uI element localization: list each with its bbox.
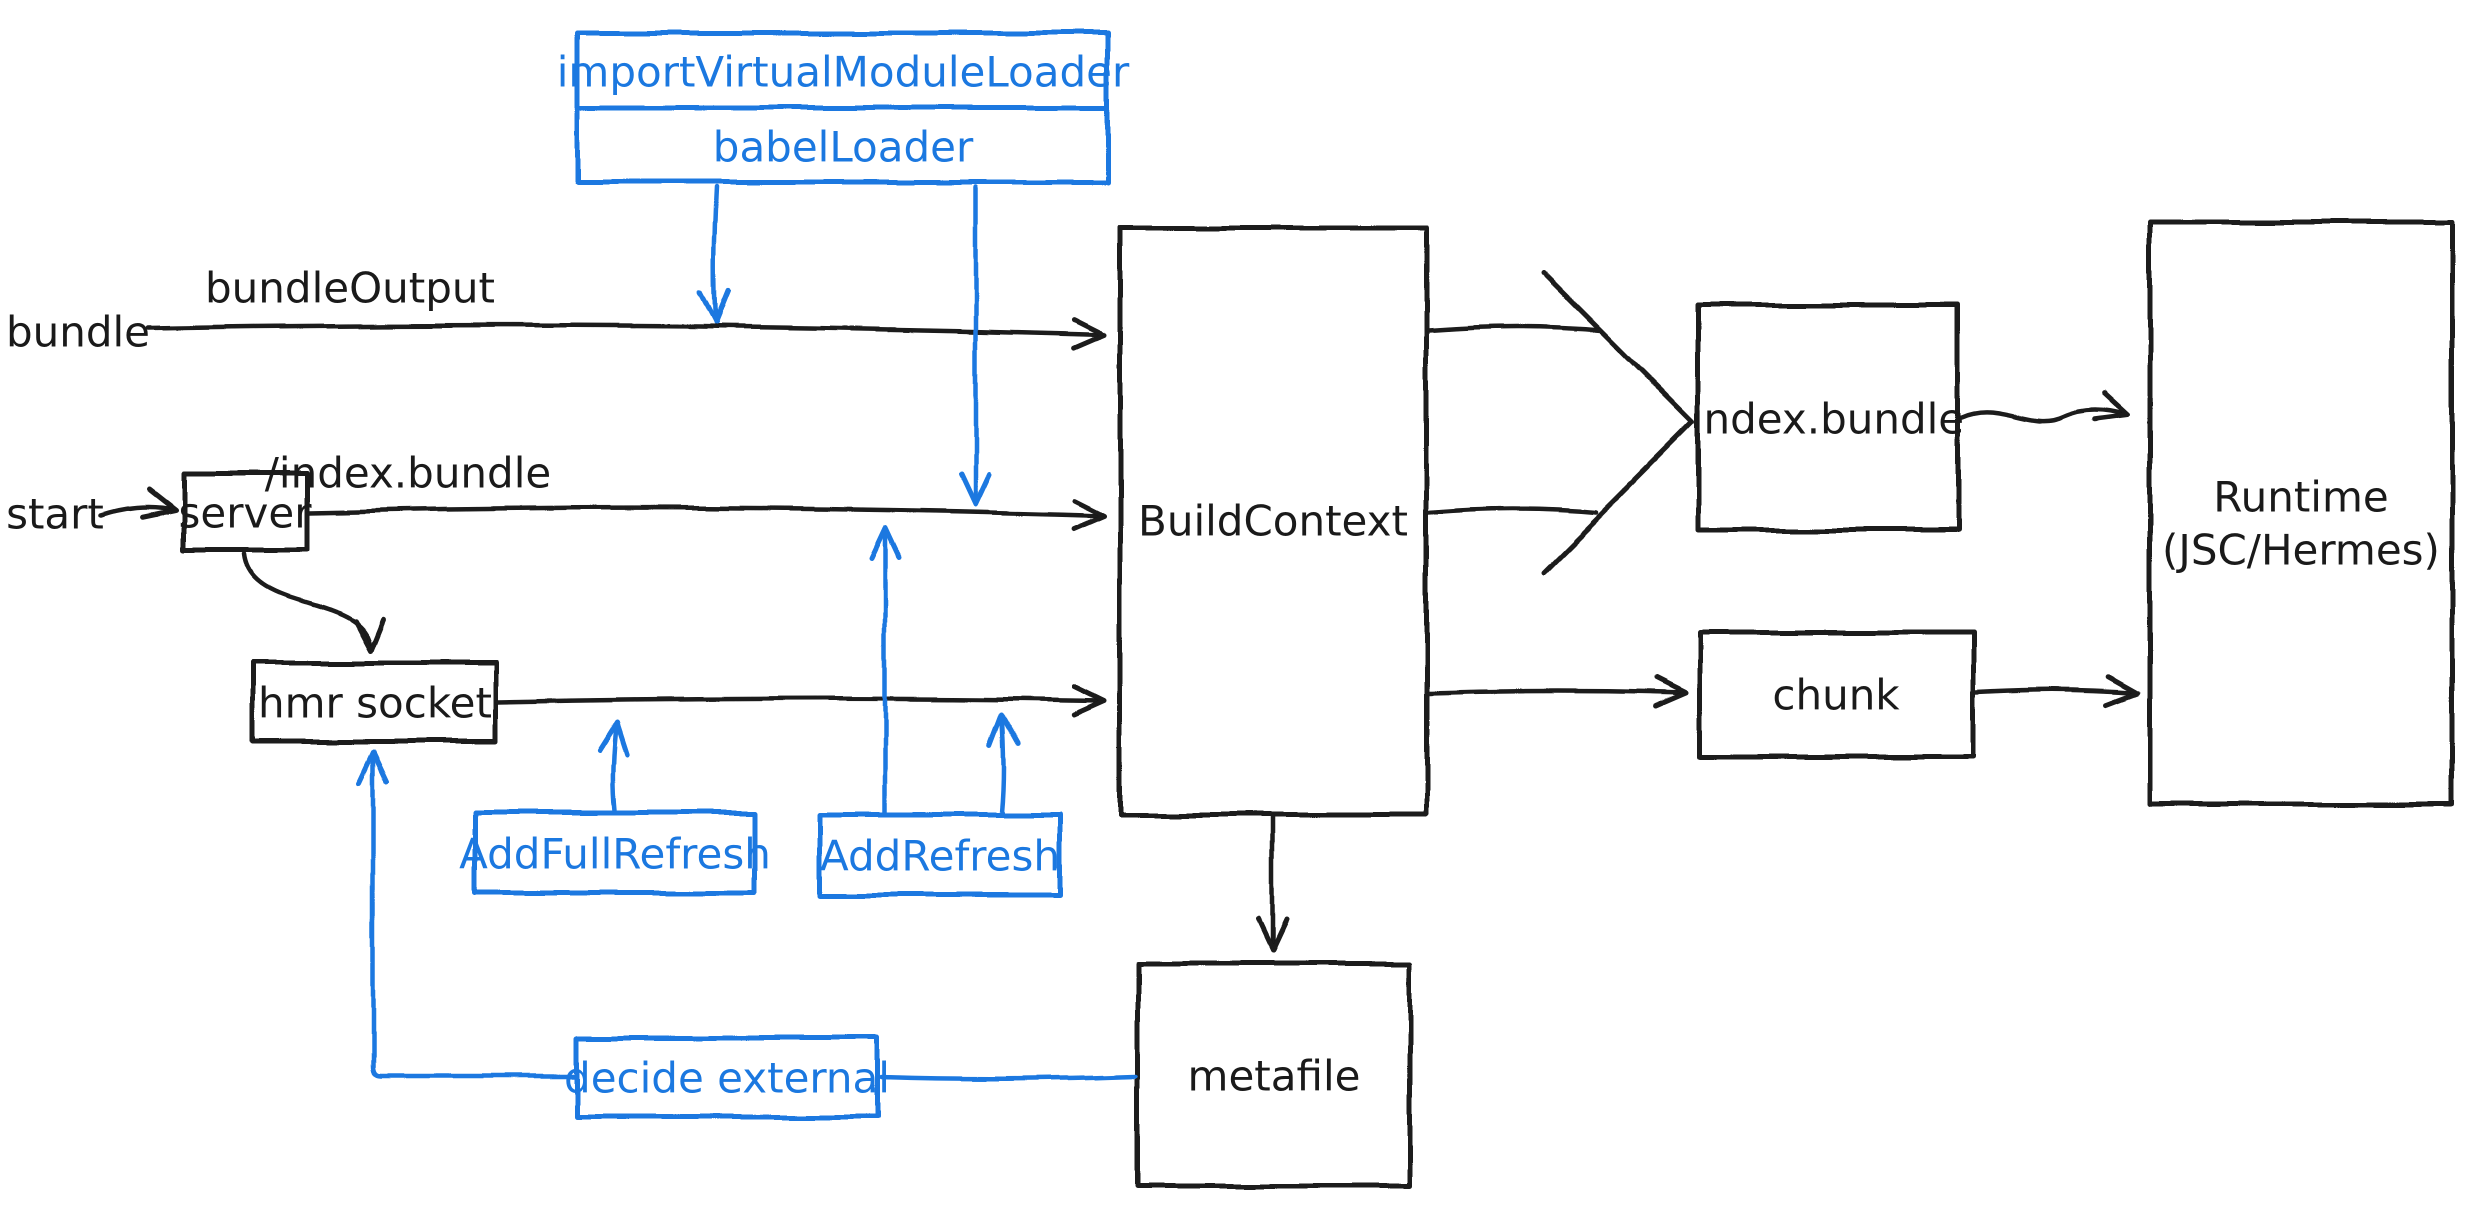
index-bundle-node-label: index.bundle (1692, 395, 1964, 444)
edge-index-bundle-to-runtime (1959, 391, 2131, 424)
add-full-refresh-node-label: AddFullRefresh (459, 830, 771, 879)
edge-start-to-server (97, 488, 177, 521)
build-context-node-label: BuildContext (1138, 497, 1408, 546)
edge-index-bundle-route-to-buildcontext (306, 497, 1107, 531)
edge-add-full-refresh-to-hmr-line (596, 719, 630, 814)
loader-row-babel-loader: babelLoader (713, 123, 974, 172)
edge-buildcontext-to-chunk (1426, 675, 1689, 709)
start-entry-label: start (6, 490, 104, 539)
add-refresh-box (817, 812, 1063, 898)
decide-external-node-label: decide external (564, 1054, 890, 1103)
index-bundle-route-edge-label: /index.bundle (265, 449, 551, 498)
edge-hmr-socket-to-buildcontext (496, 684, 1107, 718)
bundle-entry-label: bundle (6, 308, 150, 357)
edge-server-to-hmr-socket (242, 551, 386, 653)
chunk-node-box (1697, 630, 1976, 760)
metafile-node-label: metafile (1188, 1052, 1361, 1101)
bundle-output-edge-label: bundleOutput (205, 264, 495, 313)
chevron-merge-shape (1540, 270, 1696, 576)
hmr-socket-node-label: hmr socket (258, 679, 492, 728)
runtime-node-box (2147, 219, 2455, 808)
edge-chunk-to-runtime (1973, 674, 2141, 708)
chunk-node-label: chunk (1772, 671, 1900, 720)
edge-metafile-to-decide-external (879, 1073, 1139, 1082)
index-bundle-node-box (1695, 302, 1961, 533)
runtime-node-label: Runtime (2213, 473, 2388, 522)
add-refresh-node-label: AddRefresh (820, 832, 1060, 881)
edge-add-refresh-to-hmr-line (987, 712, 1021, 816)
loader-row-import-virtual-module-loader: importVirtualModuleLoader (557, 48, 1130, 97)
edge-buildcontext-out-mid (1426, 506, 1600, 515)
edge-buildcontext-out-top (1426, 324, 1603, 333)
server-node-label: server (179, 489, 313, 538)
runtime-node-sublabel: (JSC/Hermes) (2162, 526, 2440, 575)
edge-decide-external-to-hmr-socket (356, 749, 580, 1079)
edge-bundle-to-buildcontext (145, 316, 1107, 350)
edge-loader-to-bundle-line (698, 184, 732, 325)
